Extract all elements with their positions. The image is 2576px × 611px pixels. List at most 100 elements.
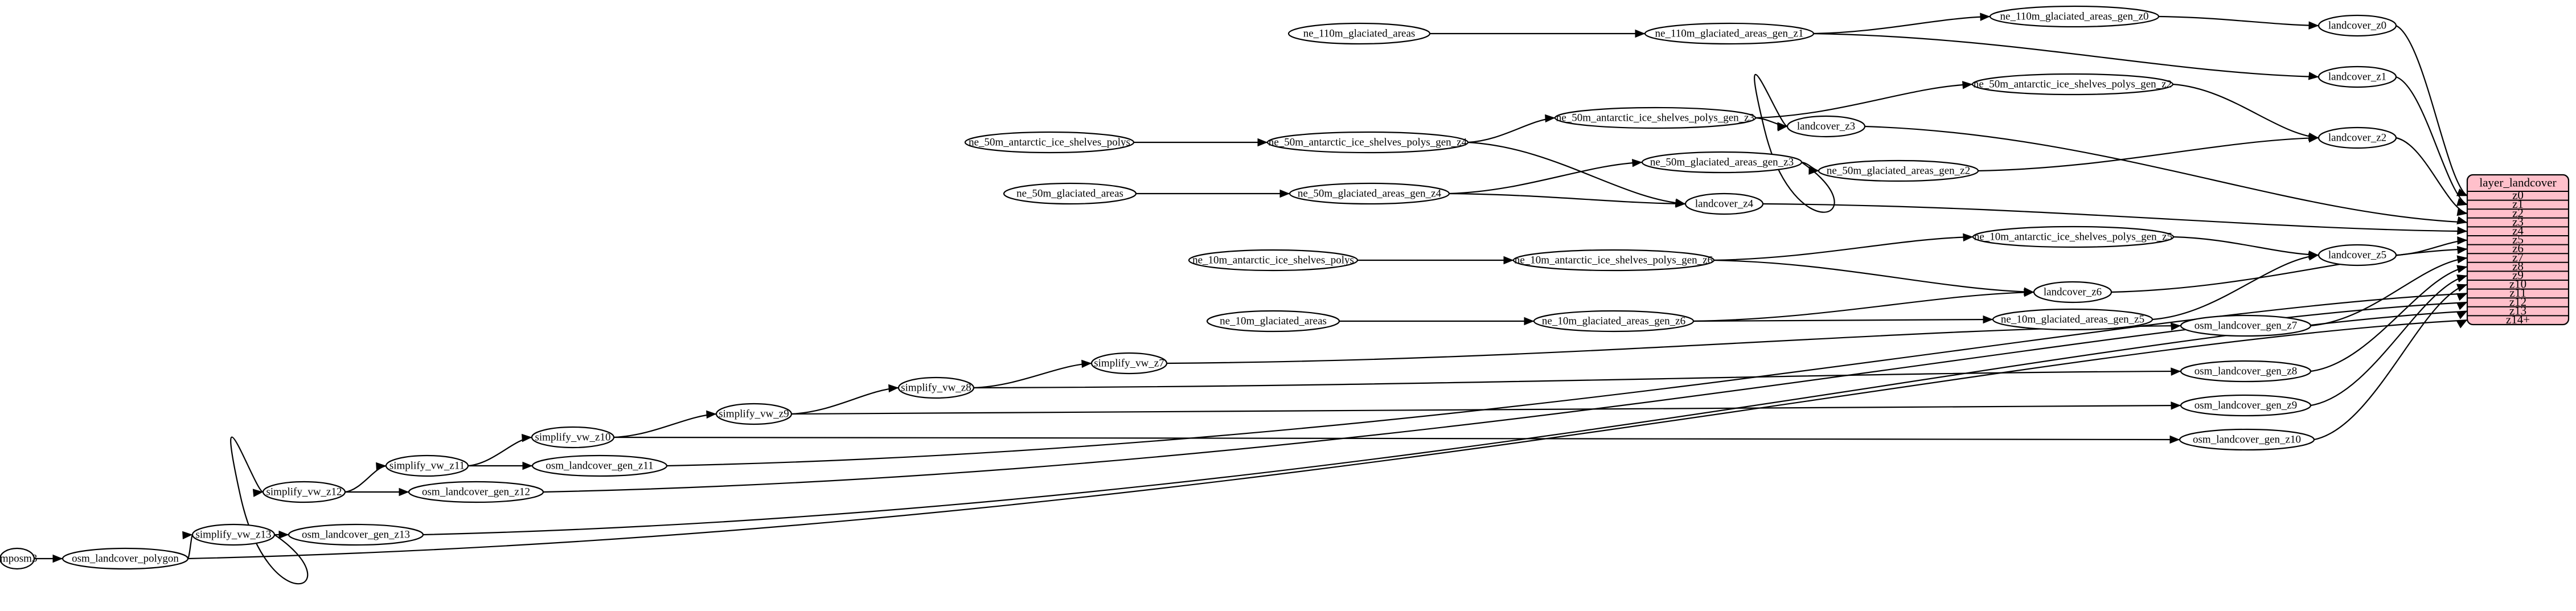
- graph-node-landcover_z1[interactable]: landcover_z1: [2317, 65, 2397, 88]
- graph-node-osm_landcover_gen_z7[interactable]: osm_landcover_gen_z7: [2180, 314, 2312, 337]
- edge-arrowhead: [2308, 134, 2319, 143]
- record-node-layer-landcover[interactable]: layer_landcoverz0z1z2z3z4z5z6z7z8z9z10z1…: [2466, 174, 2570, 326]
- node-ellipse[interactable]: [1289, 182, 1450, 205]
- graph-node-osm_landcover_gen_z10[interactable]: osm_landcover_gen_z10: [2179, 428, 2315, 451]
- graph-node-ne_50m_antarctic_ice_shelves_polys[interactable]: ne_50m_antarctic_ice_shelves_polys: [964, 131, 1135, 154]
- graph-node-ne_10m_antarctic_ice_shelves_polys_gen_z6[interactable]: ne_10m_antarctic_ice_shelves_polys_gen_z…: [1512, 249, 1715, 272]
- node-ellipse[interactable]: [1003, 182, 1137, 205]
- node-ellipse[interactable]: [1818, 159, 1979, 182]
- graph-node-simplify_vw_z8[interactable]: simplify_vw_z8: [897, 376, 975, 399]
- graph-node-simplify_vw_z11[interactable]: simplify_vw_z11: [385, 454, 469, 477]
- node-ellipse[interactable]: [191, 523, 276, 546]
- graph-node-landcover_z4[interactable]: landcover_z4: [1684, 192, 1764, 215]
- node-ellipse[interactable]: [1206, 310, 1340, 333]
- node-ellipse[interactable]: [1533, 310, 1695, 333]
- graph-node-osm_landcover_polygon[interactable]: osm_landcover_polygon: [61, 547, 189, 570]
- edge-arrowhead: [2456, 310, 2468, 319]
- record-row-z9[interactable]: z9: [2512, 268, 2524, 282]
- graph-node-ne_10m_glaciated_areas_gen_z6[interactable]: ne_10m_glaciated_areas_gen_z6: [1533, 310, 1695, 333]
- node-label: osm_landcover_gen_z7: [2194, 319, 2297, 331]
- graph-node-landcover_z2[interactable]: landcover_z2: [2317, 126, 2397, 149]
- graph-node-ne_50m_glaciated_areas_gen_z2[interactable]: ne_50m_glaciated_areas_gen_z2: [1818, 159, 1979, 182]
- node-ellipse[interactable]: [964, 131, 1135, 154]
- graph-node-ne_10m_glaciated_areas_gen_z5[interactable]: ne_10m_glaciated_areas_gen_z5: [1992, 308, 2153, 331]
- graph-node-imposm3[interactable]: imposm3: [0, 547, 37, 570]
- node-ellipse[interactable]: [1684, 192, 1764, 215]
- node-ellipse[interactable]: [897, 376, 975, 399]
- graph-node-simplify_vw_z9[interactable]: simplify_vw_z9: [715, 403, 793, 425]
- record-row-z6[interactable]: z6: [2512, 241, 2524, 255]
- node-label: landcover_z0: [2328, 19, 2386, 31]
- record-row-z0[interactable]: z0: [2512, 188, 2524, 202]
- node-ellipse[interactable]: [1090, 352, 1168, 375]
- record-row-z2[interactable]: z2: [2512, 206, 2524, 220]
- node-ellipse[interactable]: [715, 403, 793, 425]
- record-row-z7[interactable]: z7: [2512, 251, 2524, 264]
- graph-node-ne_10m_antarctic_ice_shelves_polys[interactable]: ne_10m_antarctic_ice_shelves_polys: [1188, 249, 1359, 272]
- record-row-z4[interactable]: z4: [2512, 224, 2524, 237]
- graph-edge: [2111, 245, 2468, 293]
- node-ellipse[interactable]: [1786, 115, 1866, 138]
- node-ellipse[interactable]: [1644, 22, 1815, 45]
- node-ellipse[interactable]: [2180, 314, 2312, 337]
- node-ellipse[interactable]: [2317, 126, 2397, 149]
- edge-arrowhead: [2456, 188, 2468, 196]
- record-row-z1[interactable]: z1: [2512, 197, 2524, 211]
- node-ellipse[interactable]: [1287, 22, 1431, 45]
- node-ellipse[interactable]: [1512, 249, 1715, 272]
- graph-node-simplify_vw_z12[interactable]: simplify_vw_z12: [262, 481, 346, 503]
- graph-node-osm_landcover_gen_z11[interactable]: osm_landcover_gen_z11: [531, 454, 668, 477]
- node-ellipse[interactable]: [531, 426, 615, 449]
- node-label: ne_10m_antarctic_ice_shelves_polys_gen_z…: [1515, 254, 1713, 266]
- graph-node-ne_10m_glaciated_areas[interactable]: ne_10m_glaciated_areas: [1206, 310, 1340, 333]
- graph-node-ne_110m_glaciated_areas_gen_z0[interactable]: ne_110m_glaciated_areas_gen_z0: [1989, 5, 2160, 28]
- graph-node-osm_landcover_gen_z8[interactable]: osm_landcover_gen_z8: [2180, 360, 2312, 383]
- graph-node-ne_110m_glaciated_areas[interactable]: ne_110m_glaciated_areas: [1287, 22, 1431, 45]
- node-ellipse[interactable]: [2180, 394, 2312, 417]
- node-ellipse[interactable]: [1989, 5, 2160, 28]
- node-ellipse[interactable]: [1554, 106, 1757, 129]
- graph-node-ne_50m_glaciated_areas_gen_z4[interactable]: ne_50m_glaciated_areas_gen_z4: [1289, 182, 1450, 205]
- graph-node-ne_50m_antarctic_ice_shelves_polys_gen_z3[interactable]: ne_50m_antarctic_ice_shelves_polys_gen_z…: [1554, 106, 1757, 129]
- graph-node-landcover_z5[interactable]: landcover_z5: [2317, 244, 2397, 266]
- graph-node-ne_50m_glaciated_areas[interactable]: ne_50m_glaciated_areas: [1003, 182, 1137, 205]
- record-row-z3[interactable]: z3: [2512, 215, 2524, 228]
- graph-node-osm_landcover_gen_z9[interactable]: osm_landcover_gen_z9: [2180, 394, 2312, 417]
- node-ellipse[interactable]: [2317, 65, 2397, 88]
- node-ellipse[interactable]: [0, 547, 35, 570]
- record-row-z5[interactable]: z5: [2512, 233, 2524, 247]
- node-ellipse[interactable]: [262, 481, 346, 503]
- node-ellipse[interactable]: [1641, 151, 1803, 174]
- edge-arrowhead: [278, 530, 289, 539]
- node-ellipse[interactable]: [2033, 281, 2113, 304]
- graph-node-simplify_vw_z7[interactable]: simplify_vw_z7: [1090, 352, 1168, 375]
- node-ellipse[interactable]: [288, 523, 424, 546]
- graph-node-ne_110m_glaciated_areas_gen_z1[interactable]: ne_110m_glaciated_areas_gen_z1: [1644, 22, 1815, 45]
- node-ellipse[interactable]: [2317, 244, 2397, 266]
- record-row-z8[interactable]: z8: [2512, 259, 2524, 273]
- node-ellipse[interactable]: [1266, 131, 1469, 154]
- node-ellipse[interactable]: [385, 454, 469, 477]
- graph-node-ne_50m_glaciated_areas_gen_z3[interactable]: ne_50m_glaciated_areas_gen_z3: [1641, 151, 1803, 174]
- node-ellipse[interactable]: [1992, 308, 2153, 331]
- node-ellipse[interactable]: [531, 454, 668, 477]
- node-ellipse[interactable]: [61, 547, 189, 570]
- graph-node-simplify_vw_z13[interactable]: simplify_vw_z13: [191, 523, 276, 546]
- node-ellipse[interactable]: [1188, 249, 1359, 272]
- edge-arrowhead: [2456, 319, 2468, 329]
- graph-node-ne_50m_antarctic_ice_shelves_polys_gen_z2[interactable]: ne_50m_antarctic_ice_shelves_polys_gen_z…: [1971, 73, 2174, 96]
- node-ellipse[interactable]: [1971, 73, 2174, 96]
- graph-node-ne_50m_antarctic_ice_shelves_polys_gen_z4[interactable]: ne_50m_antarctic_ice_shelves_polys_gen_z…: [1266, 131, 1469, 154]
- node-ellipse[interactable]: [2317, 14, 2397, 37]
- graph-node-landcover_z3[interactable]: landcover_z3: [1786, 115, 1866, 138]
- node-ellipse[interactable]: [408, 481, 544, 503]
- node-ellipse[interactable]: [2179, 428, 2315, 451]
- graph-node-landcover_z0[interactable]: landcover_z0: [2317, 14, 2397, 37]
- graph-node-osm_landcover_gen_z12[interactable]: osm_landcover_gen_z12: [408, 481, 544, 503]
- node-ellipse[interactable]: [2180, 360, 2312, 383]
- graph-node-osm_landcover_gen_z13[interactable]: osm_landcover_gen_z13: [288, 523, 424, 546]
- graph-node-ne_10m_antarctic_ice_shelves_polys_gen_z5[interactable]: ne_10m_antarctic_ice_shelves_polys_gen_z…: [1972, 225, 2175, 248]
- graph-node-landcover_z6[interactable]: landcover_z6: [2033, 281, 2113, 304]
- graph-node-simplify_vw_z10[interactable]: simplify_vw_z10: [531, 426, 615, 449]
- node-ellipse[interactable]: [1972, 225, 2175, 248]
